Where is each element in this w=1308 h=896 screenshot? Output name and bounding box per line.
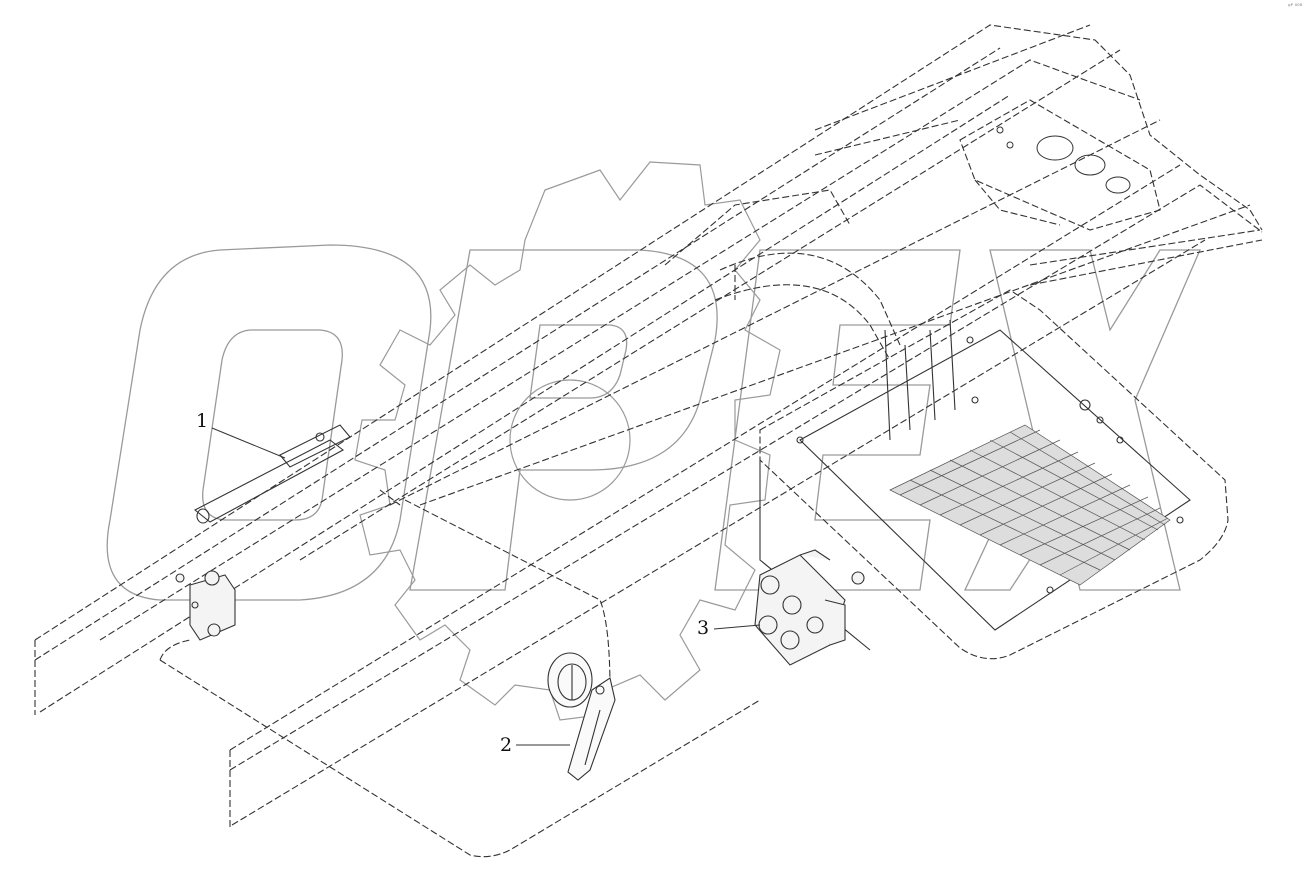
callout-3: 3 <box>697 617 710 639</box>
leader-lines <box>211 427 761 746</box>
part-3-connector <box>754 549 865 666</box>
valve-block-left <box>175 570 236 641</box>
leader-line-1 <box>211 427 286 459</box>
callout-2: 2 <box>500 734 513 756</box>
part-2-gauge <box>547 652 616 781</box>
leader-line-3 <box>713 624 761 630</box>
crossmember-holes <box>996 126 1131 194</box>
part-1-rod <box>193 424 351 524</box>
callout-1: 1 <box>196 410 209 432</box>
chassis-frame <box>34 24 1263 828</box>
mesh-grille <box>889 424 1171 586</box>
corner-mark: ᵍᴾ ⁰⁰⁸ <box>1288 3 1302 10</box>
watermark-gear <box>354 161 781 721</box>
tank-panel <box>159 489 761 858</box>
step-box <box>759 289 1229 660</box>
